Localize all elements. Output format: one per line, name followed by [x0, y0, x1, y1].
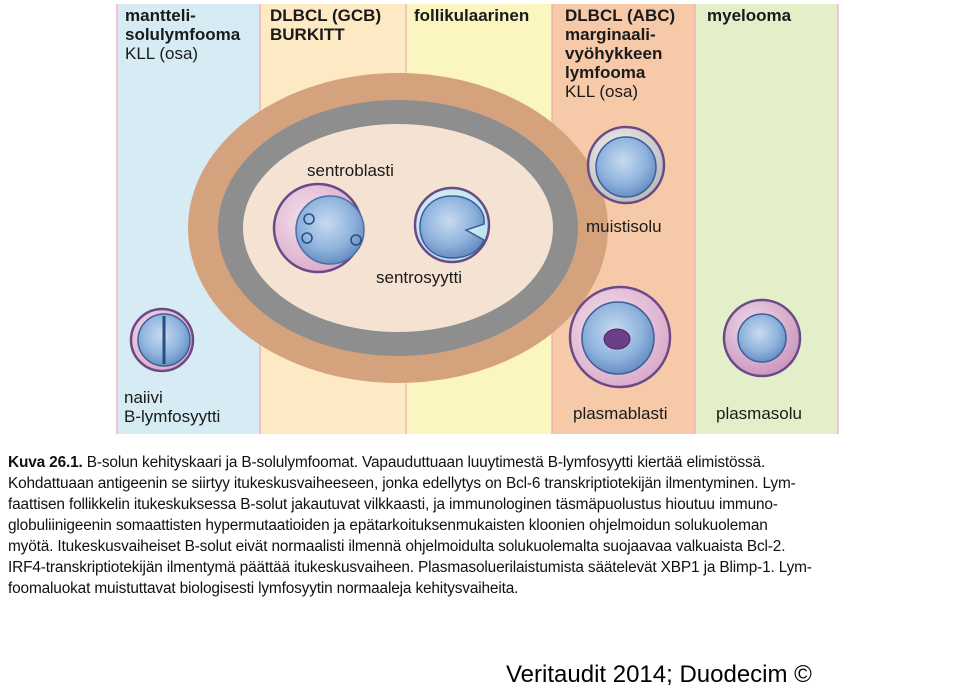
naive-b-lymphocyte-cell — [129, 307, 195, 373]
caption-line: Kohdattuaan antigeenin se siirtyy itukes… — [8, 475, 796, 492]
column-header-dlbcl-abc: DLBCL (ABC) marginaali- vyöhykkeen lymfo… — [565, 6, 675, 101]
caption-line: IRF4-transkriptiotekijän ilmentymä päätt… — [8, 559, 812, 576]
column-header-myeloma: myelooma — [707, 6, 791, 25]
centroblast-cell — [272, 182, 365, 274]
column-header-dlbcl-gcb: DLBCL (GCB) BURKITT — [270, 6, 381, 44]
column-header-bold-line: vyöhykkeen — [565, 44, 663, 63]
germinal-center — [243, 124, 553, 332]
centrocyte-cell — [413, 186, 491, 264]
label-naive-line: B-lymfosyytti — [124, 407, 221, 426]
column-header-bold-line: solulymfooma — [125, 25, 241, 44]
column-header-bold-line: follikulaarinen — [414, 6, 530, 25]
label-centrocyte: sentrosyytti — [376, 268, 462, 287]
column-header-bold-line: DLBCL (ABC) — [565, 6, 676, 25]
memory-cell — [586, 125, 666, 205]
figure-caption: Kuva 26.1. B-solun kehityskaari ja B-sol… — [8, 452, 958, 599]
column-header-bold-line: myelooma — [707, 6, 792, 25]
label-plasmablast: plasmablasti — [573, 404, 668, 423]
plasma-cell — [722, 298, 802, 378]
caption-line: myötä. Itukeskusvaiheiset B-solut eivät … — [8, 538, 786, 555]
column-header-regular-line: KLL (osa) — [125, 44, 199, 63]
source-credit: Veritaudit 2014; Duodecim © — [506, 661, 812, 688]
label-naive-line: naiivi — [124, 388, 163, 407]
label-plasma-cell: plasmasolu — [716, 404, 802, 423]
column-header-bold-line: BURKITT — [270, 25, 345, 44]
column-header-regular-line: KLL (osa) — [565, 82, 639, 101]
column-header-bold-line: DLBCL (GCB) — [270, 6, 382, 25]
column-header-bold-line: lymfooma — [565, 63, 646, 82]
column-header-bold-line: mantteli- — [125, 6, 196, 25]
label-memory-cell: muistisolu — [586, 217, 662, 236]
caption-text: B-solun kehityskaari ja B-solulymfoomat.… — [82, 454, 766, 471]
caption-line: faattisen follikkelin itukeskuksessa B-s… — [8, 496, 778, 513]
caption-figure-label: Kuva 26.1. — [8, 454, 83, 471]
caption-line: globuliinigeenin somaattisten hypermutaa… — [8, 517, 768, 534]
caption-line: Kuva 26.1. B-solun kehityskaari ja B-sol… — [8, 452, 958, 473]
column-header-bold-line: marginaali- — [565, 25, 656, 44]
plasmablast-cell — [568, 285, 672, 389]
diagram-canvas — [116, 4, 839, 434]
b-cell-lymphoma-diagram: mantteli- solulymfooma KLL (osa) DLBCL (… — [116, 4, 839, 434]
column-header-follicular: follikulaarinen — [414, 6, 529, 25]
label-centroblast: sentroblasti — [307, 161, 394, 180]
label-naive-b-lymphocyte: naiivi B-lymfosyytti — [124, 388, 220, 426]
caption-line: foomaluokat muistuttavat biologisesti ly… — [8, 580, 519, 597]
column-header-mantle-cell-lymphoma: mantteli- solulymfooma KLL (osa) — [125, 6, 240, 63]
